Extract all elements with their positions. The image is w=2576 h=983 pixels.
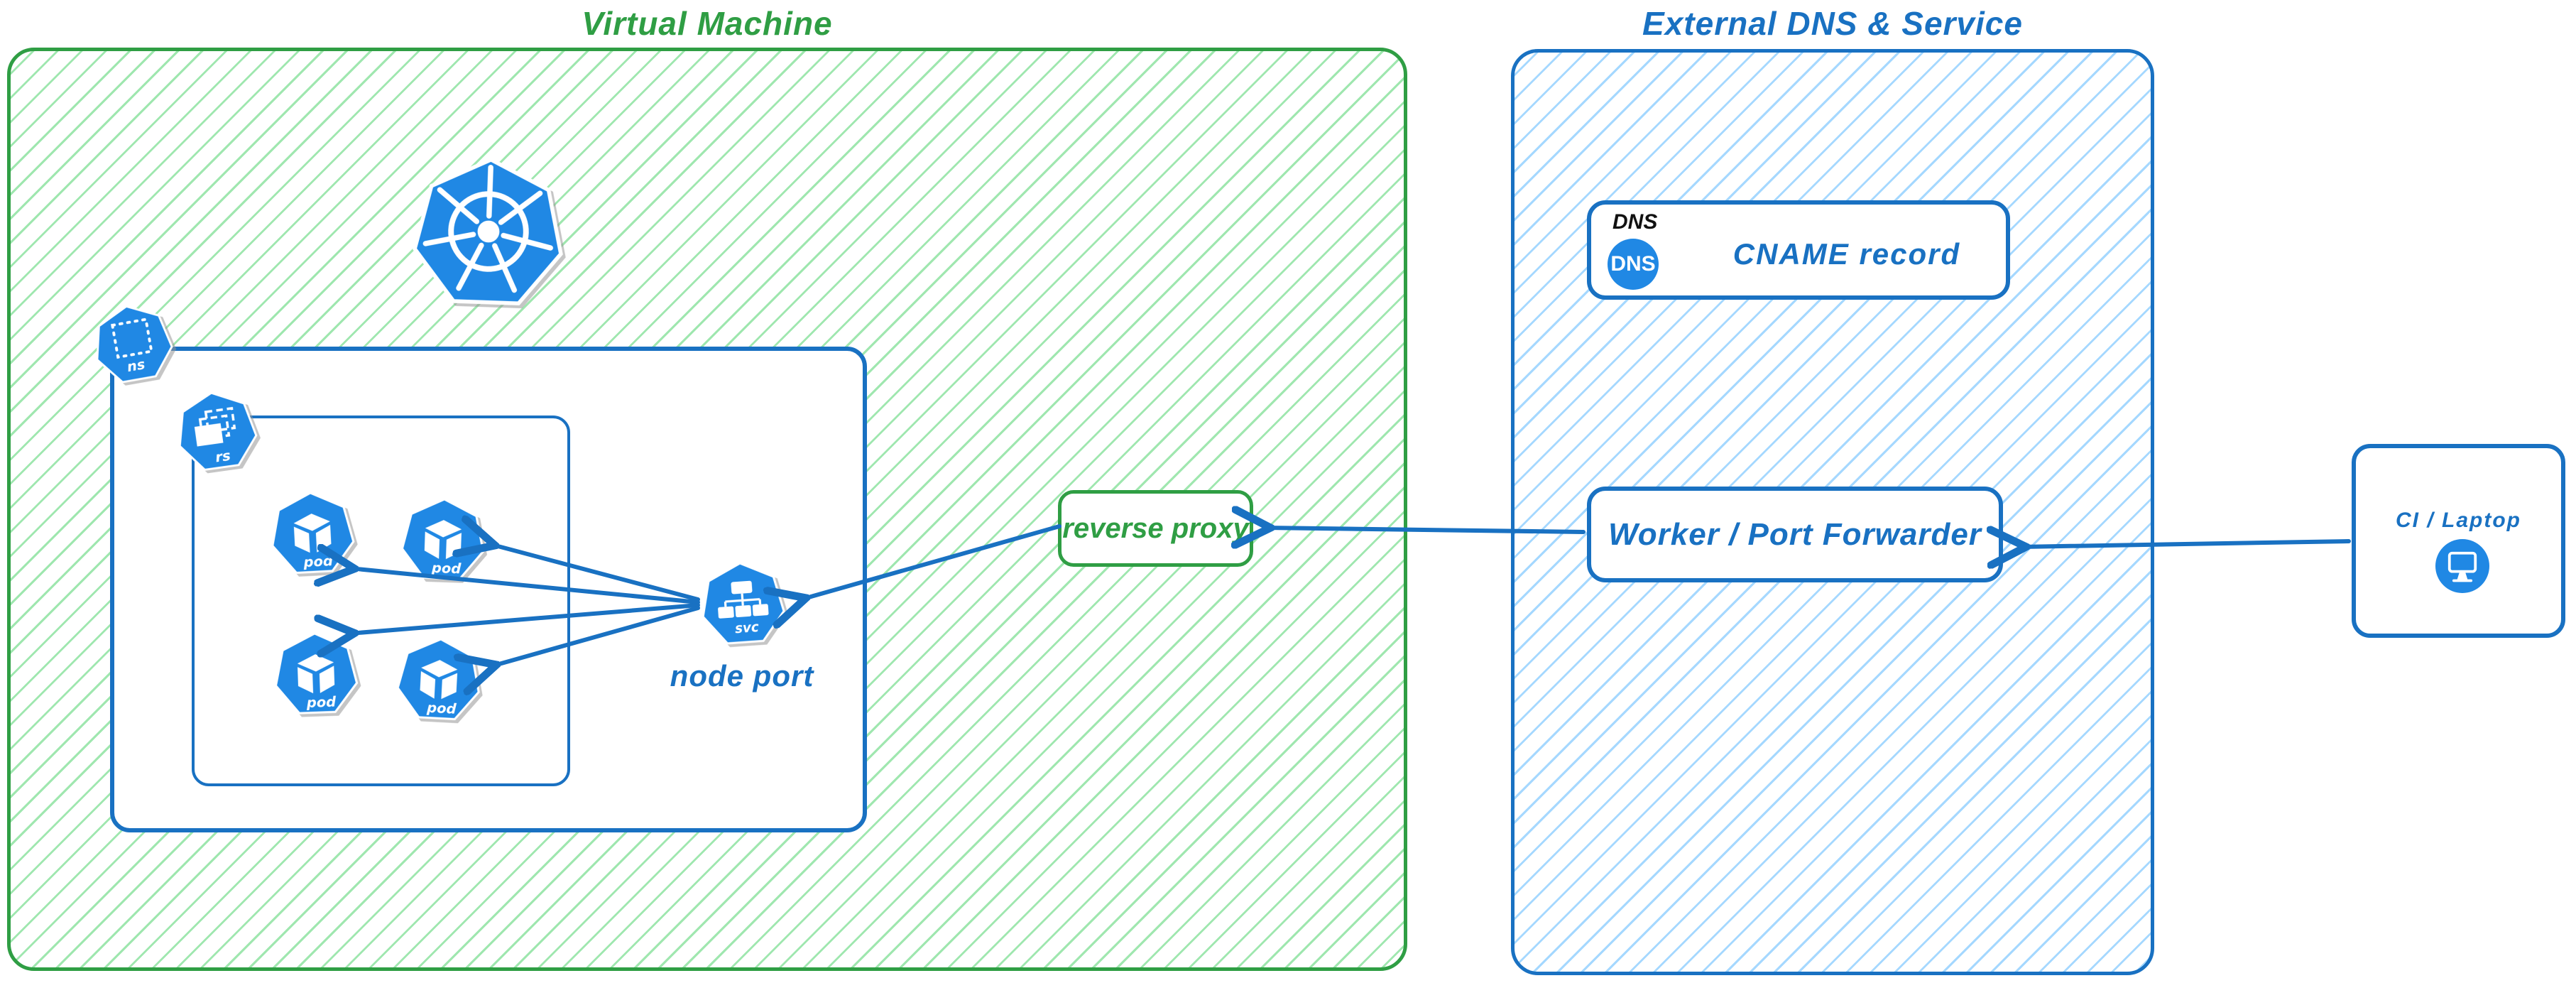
service-icon: svc bbox=[697, 557, 789, 649]
namespace-icon-label: ns bbox=[126, 356, 146, 375]
dns-icon: DNS bbox=[1608, 239, 1659, 290]
svg-text:pod: pod bbox=[305, 694, 337, 711]
ci-laptop-card: CI / Laptop bbox=[2352, 444, 2565, 638]
dns-heading: DNS bbox=[1612, 210, 1658, 234]
reverse-proxy-label: reverse proxy bbox=[1062, 512, 1249, 544]
svg-text:pod: pod bbox=[426, 700, 458, 717]
ci-laptop-label: CI / Laptop bbox=[2396, 509, 2521, 532]
laptop-icon bbox=[2435, 539, 2489, 593]
replicaset-icon: rs bbox=[170, 384, 263, 477]
replicaset-icon-label: rs bbox=[214, 447, 232, 466]
vm-group-title: Virtual Machine bbox=[582, 5, 833, 42]
service-icon-label: svc bbox=[734, 620, 759, 636]
pod-icon: pod bbox=[271, 629, 361, 718]
replicaset-box bbox=[192, 416, 570, 786]
reverse-proxy-box: reverse proxy bbox=[1058, 490, 1253, 567]
worker-port-forwarder-card: Worker / Port Forwarder bbox=[1587, 487, 2003, 582]
svg-text:pod: pod bbox=[431, 560, 462, 577]
cname-record-label: CNAME record bbox=[1732, 237, 1961, 271]
pod-icon: pod bbox=[398, 494, 488, 584]
cname-record-card: DNS DNS CNAME record bbox=[1587, 200, 2010, 300]
worker-port-forwarder-label: Worker / Port Forwarder bbox=[1608, 516, 1982, 552]
external-group-title: External DNS & Service bbox=[1642, 5, 2023, 42]
namespace-icon: ns bbox=[86, 296, 180, 390]
node-port-label: node port bbox=[670, 659, 814, 693]
pod-icon: pod bbox=[267, 487, 358, 578]
svg-text:pod: pod bbox=[302, 553, 334, 570]
pod-icon: pod bbox=[393, 634, 484, 724]
kubernetes-logo-icon bbox=[408, 150, 569, 313]
